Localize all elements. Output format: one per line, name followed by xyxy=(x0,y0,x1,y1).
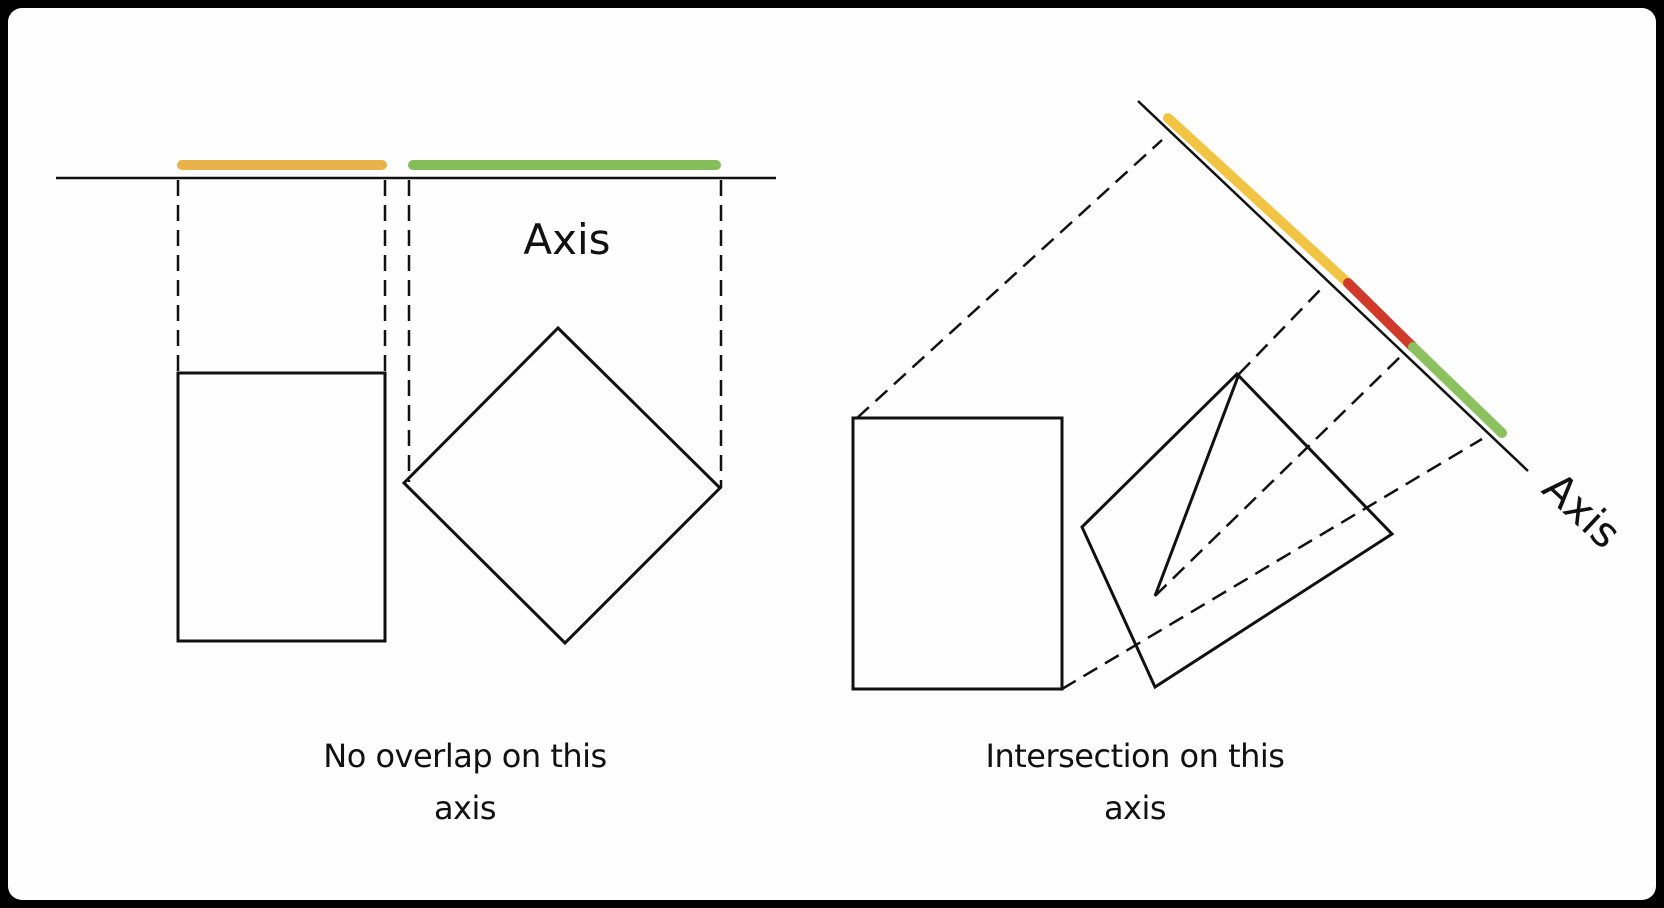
right-rectangle-shape xyxy=(851,416,1064,691)
left-square-shape xyxy=(176,371,387,643)
right-dashed-line xyxy=(1061,437,1483,691)
right-caption: Intersection on this axis xyxy=(935,730,1335,834)
right-axis-line xyxy=(1137,100,1529,472)
right-dashed-line xyxy=(1238,287,1323,375)
right-square-projection xyxy=(1163,113,1353,288)
left-axis-label: Axis xyxy=(523,215,610,264)
left-diagram: Axis xyxy=(56,160,776,646)
left-caption: No overlap on this axis xyxy=(265,730,665,834)
right-axis-label: Axis xyxy=(1533,463,1630,558)
right-rotated-square-divider xyxy=(1153,373,1241,597)
left-caption-line-1: No overlap on this xyxy=(323,737,607,775)
left-diamond-shape xyxy=(401,325,723,646)
right-diamond-projection xyxy=(1408,342,1507,438)
right-caption-line-2: axis xyxy=(1103,789,1167,827)
right-diagram: Axis xyxy=(851,100,1630,691)
right-caption-line-1: Intersection on this xyxy=(985,737,1285,775)
left-caption-line-2: axis xyxy=(433,789,497,827)
diagram-panel xyxy=(8,8,1656,900)
right-dashed-line xyxy=(1154,356,1401,597)
right-dashed-line xyxy=(856,139,1163,419)
right-overlap-projection xyxy=(1343,278,1418,352)
right-rotated-square-shape xyxy=(1080,371,1395,690)
